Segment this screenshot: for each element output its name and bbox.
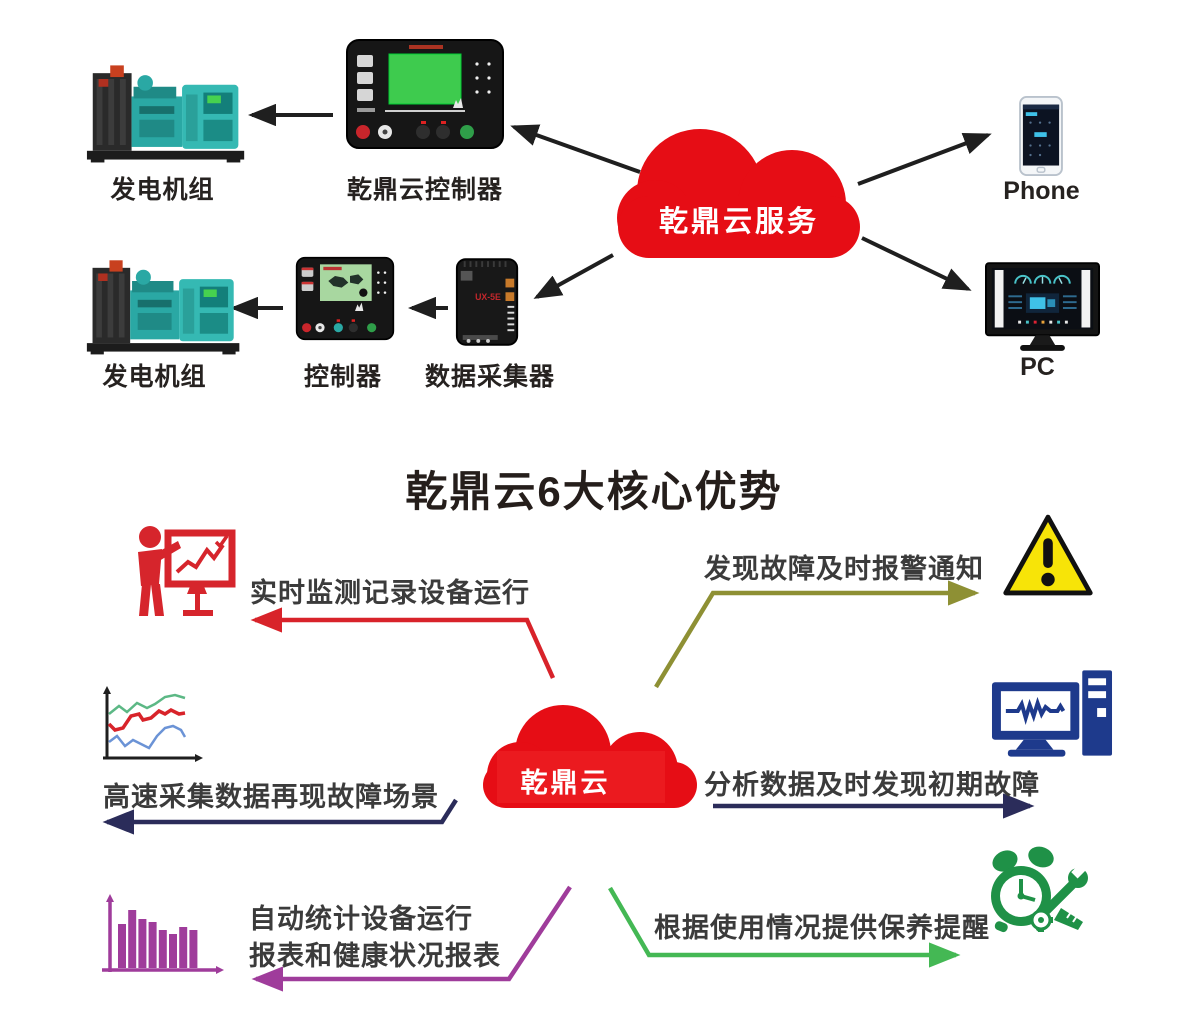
arrow-advantage-realtime [250,607,556,679]
advantage-realtime-text: 实时监测记录设备运行 [250,578,530,608]
advantage-replay-text: 高速采集数据再现故障场景 [103,782,439,812]
cloud-controller-label: 乾鼎云控制器 [346,176,503,204]
maintenance-reminder-icon [991,846,1088,933]
arrow-cloud-to-pc [861,236,972,291]
controller-image [295,256,395,341]
arrow-advantage-maintain [608,886,961,968]
collector-model-label: UX-5E [475,292,501,302]
collector-label: 数据采集器 [425,363,556,391]
generator2-label: 发电机组 [102,363,207,391]
cloud-service-label: 乾鼎云服务 [658,206,819,238]
advantage-alarm-text: 发现故障及时报警通知 [704,554,984,584]
arrow-advantage-report [251,885,572,992]
top-arrows [230,103,992,320]
warning-triangle-icon [1003,514,1093,596]
bar-chart-icon [102,894,224,974]
advantages-title: 乾鼎云6大核心优势 [405,468,783,515]
advantage-report-text-line1: 自动统计设备运行 [249,904,473,934]
arrow-advantage-replay [102,798,458,835]
advantage-report-text-line2: 报表和健康状况报表 [249,941,501,971]
generator-image [86,260,240,355]
advantage-analyze-text: 分析数据及时发现初期故障 [704,770,1040,800]
arrow-cloud-to-controller1 [510,124,641,174]
cloud-service-shape [617,129,860,258]
phone-label: Phone [1003,177,1080,205]
data-collector-image: UX-5E [455,258,519,346]
arrow-advantage-alarm [654,580,980,689]
computer-analysis-icon [991,670,1113,757]
generator1-label: 发电机组 [110,176,215,204]
generator-image [86,65,245,163]
pc-image [985,262,1100,351]
cloud-center-label: 乾鼎云 [520,768,611,798]
pc-label: PC [1020,353,1055,381]
cloud-center-shape [483,705,697,808]
arrow-cloud-to-phone [857,132,992,186]
phone-image [1019,96,1063,176]
line-chart-icon [103,686,203,762]
advantage-maintain-text: 根据使用情况提供保养提醒 [654,913,990,943]
cloud-controller-image [346,39,504,149]
presenter-board-icon [138,526,236,616]
controller2-label: 控制器 [303,363,382,391]
arrow-cloud-to-collector [533,253,614,299]
